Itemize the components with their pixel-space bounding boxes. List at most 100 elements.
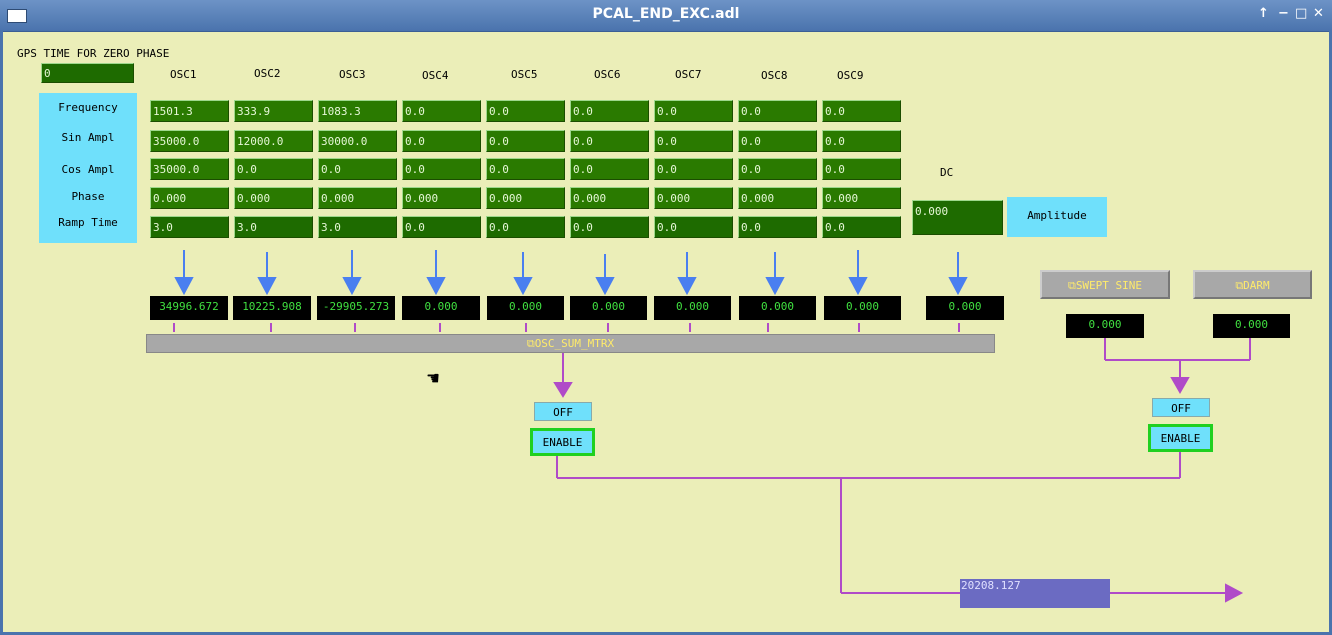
osc8-phase-input[interactable]: 0.000: [738, 187, 817, 209]
osc-sum-matrix-label: OSC_SUM_MTRX: [534, 337, 615, 350]
frequency-label: Frequency: [58, 101, 118, 114]
hand-cursor-icon: ☚: [427, 366, 440, 390]
dc-readback: 0.000: [926, 296, 1004, 320]
osc9-sin-ampl-input[interactable]: 0.0: [822, 130, 901, 152]
ramp-time-label: Ramp Time: [58, 216, 118, 229]
osc7-cos-ampl-input[interactable]: 0.0: [654, 158, 733, 180]
osc3-sin-ampl-input[interactable]: 30000.0: [318, 130, 397, 152]
osc4-frequency-input[interactable]: 0.0: [402, 100, 481, 122]
osc2-ramp-time-input[interactable]: 3.0: [234, 216, 313, 238]
osc4-sin-ampl-input[interactable]: 0.0: [402, 130, 481, 152]
gps-label: GPS TIME FOR ZERO PHASE: [17, 47, 170, 60]
swept-sine-button[interactable]: ⧉SWEPT SINE: [1040, 270, 1170, 299]
raise-icon[interactable]: ↑: [1258, 6, 1269, 21]
osc8-cos-ampl-input[interactable]: 0.0: [738, 158, 817, 180]
osc-sum-matrix-button[interactable]: ⧉OSC_SUM_MTRX: [146, 334, 995, 353]
row-label-panel: Frequency Sin Ampl Cos Ampl Phase Ramp T…: [39, 93, 137, 243]
output-readback: 20208.127: [960, 579, 1110, 608]
osc9-frequency-input[interactable]: 0.0: [822, 100, 901, 122]
osc6-header: OSC6: [594, 68, 621, 81]
excitation-enable-button[interactable]: ENABLE: [1148, 424, 1213, 452]
swept-sine-readback: 0.000: [1066, 314, 1144, 338]
minimize-icon[interactable]: −: [1278, 6, 1289, 21]
window-menu-icon[interactable]: [7, 9, 27, 23]
darm-readback: 0.000: [1213, 314, 1290, 338]
osc2-phase-input[interactable]: 0.000: [234, 187, 313, 209]
osc3-ramp-time-input[interactable]: 3.0: [318, 216, 397, 238]
osc7-ramp-time-input[interactable]: 0.0: [654, 216, 733, 238]
osc9-phase-input[interactable]: 0.000: [822, 187, 901, 209]
darm-label: DARM: [1243, 279, 1270, 292]
osc5-readback: 0.000: [487, 296, 564, 320]
osc5-phase-input[interactable]: 0.000: [486, 187, 565, 209]
osc1-frequency-input[interactable]: 1501.3: [150, 100, 229, 122]
osc2-readback: 10225.908: [233, 296, 311, 320]
excitation-off-button[interactable]: OFF: [1152, 398, 1210, 417]
phase-label: Phase: [71, 190, 105, 203]
osc6-phase-input[interactable]: 0.000: [570, 187, 649, 209]
osc3-header: OSC3: [339, 68, 366, 81]
gps-time-input[interactable]: 0: [41, 63, 134, 83]
osc3-readback: -29905.273: [317, 296, 395, 320]
swept-sine-label: SWEPT SINE: [1075, 279, 1143, 292]
osc2-header: OSC2: [254, 67, 281, 80]
osc6-frequency-input[interactable]: 0.0: [570, 100, 649, 122]
sin-ampl-label: Sin Ampl: [61, 131, 115, 144]
osc1-cos-ampl-input[interactable]: 35000.0: [150, 158, 229, 180]
osc8-frequency-input[interactable]: 0.0: [738, 100, 817, 122]
osc7-frequency-input[interactable]: 0.0: [654, 100, 733, 122]
osc-enable-button[interactable]: ENABLE: [530, 428, 595, 456]
related-display-icon: ⧉: [1235, 279, 1244, 292]
osc6-cos-ampl-input[interactable]: 0.0: [570, 158, 649, 180]
osc5-ramp-time-input[interactable]: 0.0: [486, 216, 565, 238]
osc3-phase-input[interactable]: 0.000: [318, 187, 397, 209]
osc-off-button[interactable]: OFF: [534, 402, 592, 421]
dc-label: DC: [940, 166, 954, 179]
osc9-cos-ampl-input[interactable]: 0.0: [822, 158, 901, 180]
osc1-readback: 34996.672: [150, 296, 228, 320]
osc8-ramp-time-input[interactable]: 0.0: [738, 216, 817, 238]
osc1-phase-input[interactable]: 0.000: [150, 187, 229, 209]
osc4-cos-ampl-input[interactable]: 0.0: [402, 158, 481, 180]
osc1-ramp-time-input[interactable]: 3.0: [150, 216, 229, 238]
osc3-frequency-input[interactable]: 1083.3: [318, 100, 397, 122]
osc4-header: OSC4: [422, 69, 449, 82]
dc-input[interactable]: 0.000: [912, 200, 1003, 235]
osc2-sin-ampl-input[interactable]: 12000.0: [234, 130, 313, 152]
osc5-header: OSC5: [511, 68, 538, 81]
window-title: PCAL_END_EXC.adl: [592, 6, 740, 22]
window-frame: [0, 31, 1332, 635]
osc7-phase-input[interactable]: 0.000: [654, 187, 733, 209]
osc4-readback: 0.000: [402, 296, 480, 320]
osc9-header: OSC9: [837, 69, 864, 82]
osc7-header: OSC7: [675, 68, 702, 81]
osc2-frequency-input[interactable]: 333.9: [234, 100, 313, 122]
close-icon[interactable]: ✕: [1313, 6, 1324, 21]
osc8-header: OSC8: [761, 69, 788, 82]
osc5-cos-ampl-input[interactable]: 0.0: [486, 158, 565, 180]
title-bar: PCAL_END_EXC.adl ↑ − □ ✕: [0, 0, 1332, 32]
osc9-ramp-time-input[interactable]: 0.0: [822, 216, 901, 238]
osc1-sin-ampl-input[interactable]: 35000.0: [150, 130, 229, 152]
cos-ampl-label: Cos Ampl: [61, 163, 115, 176]
osc7-sin-ampl-input[interactable]: 0.0: [654, 130, 733, 152]
osc6-sin-ampl-input[interactable]: 0.0: [570, 130, 649, 152]
related-display-icon: ⧉: [526, 337, 535, 350]
osc3-cos-ampl-input[interactable]: 0.0: [318, 158, 397, 180]
osc6-ramp-time-input[interactable]: 0.0: [570, 216, 649, 238]
darm-button[interactable]: ⧉DARM: [1193, 270, 1312, 299]
amplitude-label: Amplitude: [1007, 197, 1107, 237]
osc6-readback: 0.000: [570, 296, 647, 320]
osc9-readback: 0.000: [824, 296, 901, 320]
osc5-sin-ampl-input[interactable]: 0.0: [486, 130, 565, 152]
osc8-readback: 0.000: [739, 296, 816, 320]
osc5-frequency-input[interactable]: 0.0: [486, 100, 565, 122]
osc8-sin-ampl-input[interactable]: 0.0: [738, 130, 817, 152]
maximize-icon[interactable]: □: [1295, 6, 1308, 21]
related-display-icon: ⧉: [1067, 279, 1076, 292]
osc4-ramp-time-input[interactable]: 0.0: [402, 216, 481, 238]
osc4-phase-input[interactable]: 0.000: [402, 187, 481, 209]
osc2-cos-ampl-input[interactable]: 0.0: [234, 158, 313, 180]
osc1-header: OSC1: [170, 68, 197, 81]
